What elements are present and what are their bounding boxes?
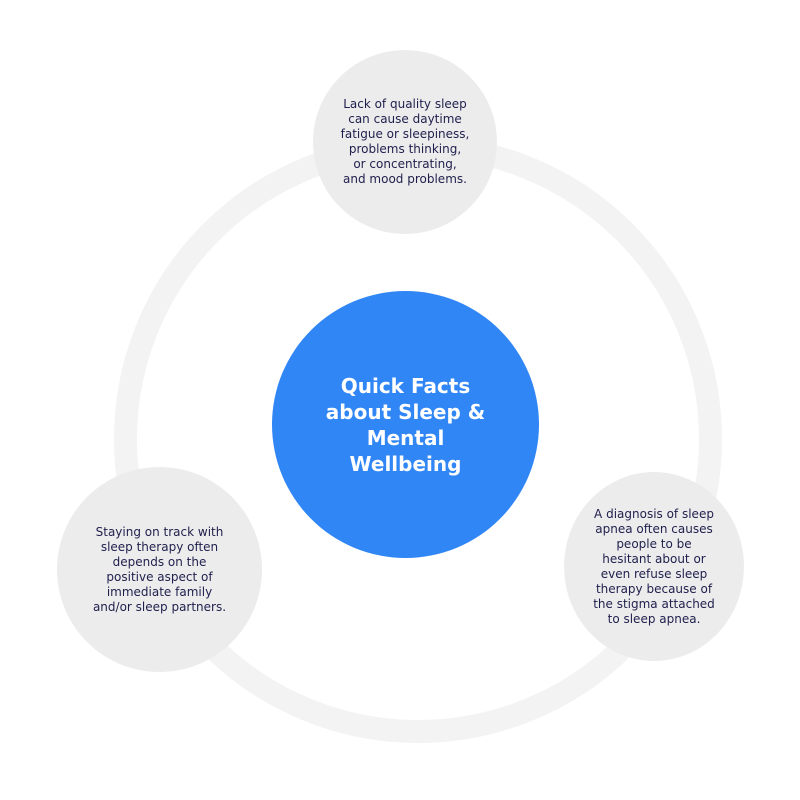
fact-circle-top: Lack of quality sleep can cause daytime … — [313, 50, 497, 234]
fact-text-top: Lack of quality sleep can cause daytime … — [340, 97, 470, 186]
center-circle: Quick Facts about Sleep & Mental Wellbei… — [272, 291, 539, 558]
fact-text-right: A diagnosis of sleep apnea often causes … — [593, 506, 715, 626]
center-title: Quick Facts about Sleep & Mental Wellbei… — [325, 373, 486, 476]
fact-circle-left: Staying on track with sleep therapy ofte… — [57, 467, 262, 672]
fact-text-left: Staying on track with sleep therapy ofte… — [92, 524, 227, 614]
fact-circle-right: A diagnosis of sleep apnea often causes … — [564, 472, 744, 661]
